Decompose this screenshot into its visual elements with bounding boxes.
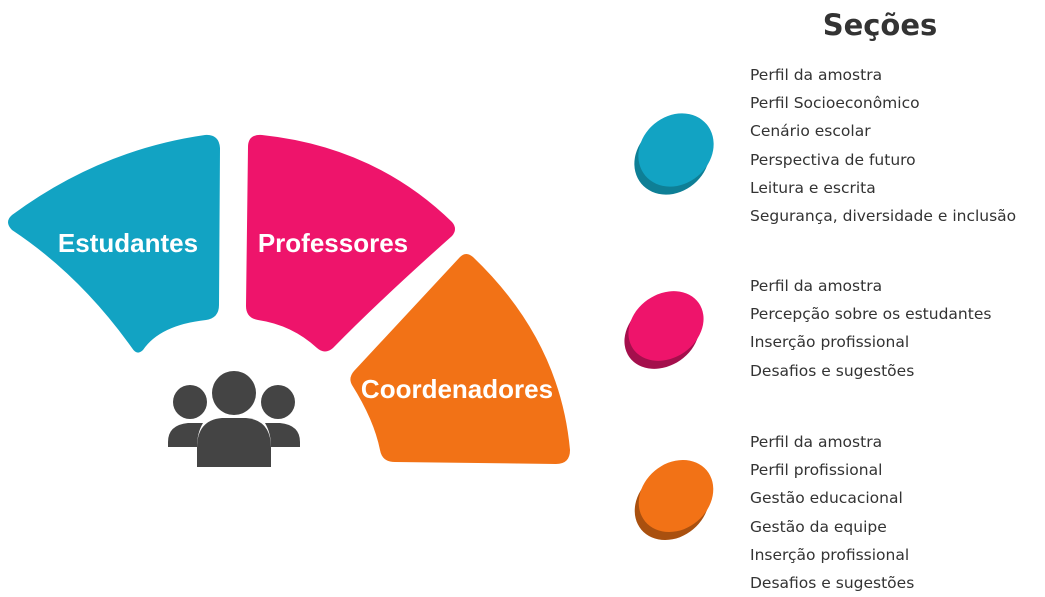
bullet-pink-face (628, 291, 704, 361)
list-item: Perspectiva de futuro (750, 150, 916, 169)
group-people-icon (168, 371, 300, 467)
list-item: Gestão educacional (750, 489, 903, 508)
segment-estudantes-shape (8, 134, 220, 353)
person-right-head (261, 385, 295, 419)
segment-coordenadores-label: Coordenadores (361, 374, 553, 404)
segment-estudantes: Estudantes (8, 134, 220, 353)
person-left-head (173, 385, 207, 419)
person-left-body (168, 423, 203, 447)
section-list-coordenadores: Perfil da amostra Perfil profissional Ge… (750, 428, 914, 597)
list-item: Perfil da amostra (750, 66, 883, 84)
segment-professores-label: Professores (258, 228, 408, 258)
person-center-head (212, 371, 256, 415)
sections-title: Seções (822, 8, 938, 42)
list-item: Perfil da amostra (750, 277, 883, 295)
list-item: Segurança, diversidade e inclusão (750, 207, 1017, 226)
section-list-professores: Perfil da amostra Percepção sobre os est… (750, 272, 991, 385)
list-item: Inserção profissional (750, 333, 910, 352)
list-item: Inserção profissional (750, 545, 910, 564)
list-item: Cenário escolar (750, 122, 871, 141)
list-item: Desafios e sugestões (750, 574, 915, 593)
list-item: Gestão da equipe (750, 517, 887, 536)
section-list-estudantes: Perfil da amostra Perfil Socioeconômico … (750, 61, 1016, 230)
segment-coordenadores: Coordenadores (350, 254, 570, 464)
bullet-blue (634, 113, 714, 195)
segment-coordenadores-shape (350, 254, 570, 464)
segment-professores: Professores (246, 134, 455, 352)
segment-professores-shape (246, 134, 455, 352)
bullet-blue-face (638, 113, 714, 187)
list-item: Perfil da amostra (750, 433, 883, 451)
list-item: Desafios e sugestões (750, 361, 915, 380)
bullet-pink (624, 291, 704, 369)
list-item: Leitura e escrita (750, 178, 876, 197)
list-item: Perfil profissional (750, 461, 883, 480)
segment-estudantes-label: Estudantes (58, 228, 198, 258)
person-right-body (265, 423, 300, 447)
list-item: Percepção sobre os estudantes (750, 305, 992, 324)
list-item: Perfil Socioeconômico (750, 94, 920, 113)
bullet-orange (634, 459, 714, 541)
bullet-orange-face (638, 459, 714, 533)
person-center-body (197, 418, 271, 467)
